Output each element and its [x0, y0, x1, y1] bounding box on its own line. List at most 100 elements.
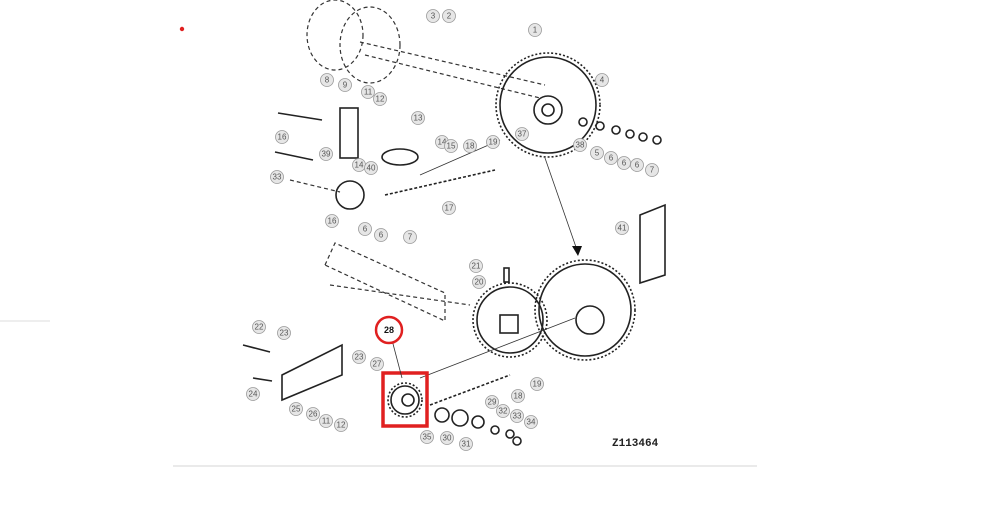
callout-38: 38: [573, 138, 587, 152]
chain-29: [429, 374, 511, 406]
callout-label: 27: [373, 360, 382, 369]
callout-label: 11: [364, 88, 373, 97]
callout-6: 6: [358, 222, 372, 236]
callout-23: 23: [277, 326, 291, 340]
callout-label: 37: [518, 130, 527, 139]
callout-7: 7: [403, 230, 417, 244]
washers-lower: [434, 407, 522, 446]
sprocket-28: [387, 382, 423, 418]
callout-label: 7: [650, 166, 655, 175]
callout-label: 33: [273, 173, 282, 182]
callout-25: 25: [289, 402, 303, 416]
callout-label: 1: [533, 26, 538, 35]
callout-14: 14: [352, 158, 366, 172]
callout-17: 17: [442, 201, 456, 215]
callout-label: 23: [355, 353, 364, 362]
callout-6: 6: [630, 158, 644, 172]
callout-label: 40: [367, 164, 376, 173]
callout-32: 32: [496, 404, 510, 418]
callout-label: 19: [489, 138, 498, 147]
callout-1: 1: [528, 23, 542, 37]
callout-34: 34: [524, 415, 538, 429]
callout-label: 25: [292, 405, 301, 414]
bracket-41: [639, 203, 666, 285]
upper-drum: [306, 0, 546, 99]
callout-label: 23: [280, 329, 289, 338]
callout-15: 15: [444, 139, 458, 153]
callout-41: 41: [615, 221, 629, 235]
callout-19: 19: [486, 135, 500, 149]
callout-11: 11: [361, 85, 375, 99]
callout-label: 38: [576, 141, 585, 150]
callout-label: 6: [363, 225, 368, 234]
callout-16: 16: [325, 214, 339, 228]
highlight-part-28[interactable]: 28: [374, 315, 429, 428]
callout-label: 4: [600, 76, 605, 85]
callout-4: 4: [595, 73, 609, 87]
sprocket-large-lower: [534, 259, 636, 361]
callout-21: 21: [469, 259, 483, 273]
callout-6: 6: [617, 156, 631, 170]
callout-label: 7: [408, 233, 413, 242]
callout-label: 6: [609, 154, 614, 163]
callout-label: 6: [379, 231, 384, 240]
callout-label: 5: [595, 149, 600, 158]
callout-2: 2: [442, 9, 456, 23]
callout-label: 33: [513, 412, 522, 421]
callout-7: 7: [645, 163, 659, 177]
callout-label: 34: [527, 418, 536, 427]
callout-11: 11: [319, 414, 333, 428]
callout-5: 5: [590, 146, 604, 160]
callout-label: 9: [343, 81, 348, 90]
callout-label: 6: [635, 161, 640, 170]
callout-label: 14: [438, 138, 447, 147]
callout-20: 20: [472, 275, 486, 289]
callout-31: 31: [459, 437, 473, 451]
callout-39: 39: [319, 147, 333, 161]
highlight-label: 28: [384, 325, 394, 335]
red-dot-marker: [179, 26, 185, 32]
callout-label: 14: [355, 161, 364, 170]
callout-label: 32: [499, 407, 508, 416]
callout-19: 19: [530, 377, 544, 391]
callout-label: 41: [618, 224, 627, 233]
callout-16: 16: [275, 130, 289, 144]
callout-label: 13: [414, 114, 423, 123]
callout-18: 18: [511, 389, 525, 403]
callout-40: 40: [364, 161, 378, 175]
callout-label: 31: [462, 440, 471, 449]
callout-label: 19: [533, 380, 542, 389]
callout-33: 33: [270, 170, 284, 184]
callout-3: 3: [426, 9, 440, 23]
callout-27: 27: [370, 357, 384, 371]
callout-label: 16: [278, 133, 287, 142]
callout-label: 15: [447, 142, 456, 151]
callout-label: 35: [423, 433, 432, 442]
callout-30: 30: [440, 431, 454, 445]
callout-label: 12: [376, 95, 385, 104]
callout-35: 35: [420, 430, 434, 444]
callout-label: 30: [443, 434, 452, 443]
callout-label: 16: [328, 217, 337, 226]
lower-bracket: [242, 343, 343, 402]
callout-label: 29: [488, 398, 497, 407]
chain-line: [419, 139, 501, 176]
callout-label: 3: [431, 12, 436, 21]
callout-26: 26: [306, 407, 320, 421]
callout-label: 24: [249, 390, 258, 399]
arrow-line: [544, 157, 578, 251]
callout-29: 29: [485, 395, 499, 409]
callout-6: 6: [374, 228, 388, 242]
upper-bracket: [274, 107, 496, 210]
callout-23: 23: [352, 350, 366, 364]
callout-24: 24: [246, 387, 260, 401]
callout-12: 12: [334, 418, 348, 432]
callout-label: 12: [337, 421, 346, 430]
callout-label: 20: [475, 278, 484, 287]
callout-8: 8: [320, 73, 334, 87]
callout-6: 6: [604, 151, 618, 165]
callout-label: 11: [322, 417, 331, 426]
callout-label: 18: [466, 142, 475, 151]
